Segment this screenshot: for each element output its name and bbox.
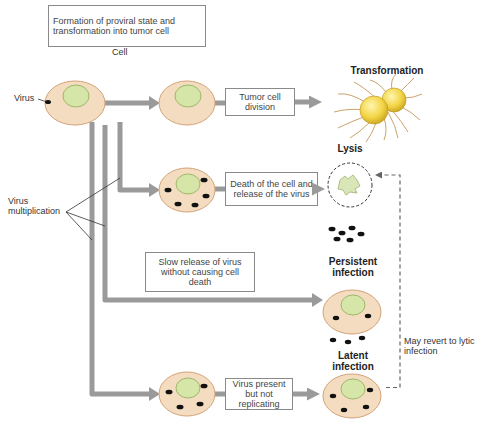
cell-nucleus — [176, 378, 200, 398]
node-text: Formation of proviral state and transfor… — [53, 16, 201, 36]
process-arrow — [295, 100, 316, 105]
leader-line — [66, 212, 105, 226]
virus-particle — [166, 390, 173, 395]
node-text: Virus present but not replicating — [230, 379, 288, 409]
pathway-arrowhead — [149, 96, 160, 110]
node-text: Slow release of virus without causing ce… — [150, 257, 250, 287]
process-box: Tumor cell division — [225, 88, 295, 116]
process-box: Death of the cell and release of the vir… — [225, 172, 318, 206]
process-arrow — [293, 392, 314, 397]
node-text: Lysis — [325, 143, 375, 154]
host-cell — [159, 168, 215, 212]
virus-particle — [339, 231, 346, 236]
pathway-arrowhead — [149, 387, 160, 401]
part-label: Cell — [112, 47, 142, 57]
virus-particles — [165, 178, 210, 208]
process-box: Virus present but not replicating — [225, 378, 293, 410]
virus-particle — [329, 227, 336, 232]
virus-particle — [165, 188, 172, 193]
virus-particle — [175, 202, 182, 207]
virus-particle — [334, 237, 341, 242]
tumor-cell — [360, 96, 388, 124]
host-cell — [45, 81, 105, 125]
virus-particle — [347, 238, 354, 243]
virus-particle — [359, 336, 365, 340]
part-label: Virus — [14, 93, 48, 103]
virus-particle — [201, 384, 208, 389]
lysed-cell-outline — [328, 163, 372, 207]
tumor-tendrils — [334, 74, 422, 142]
outcome-node: Persistent infection — [320, 256, 386, 340]
node-text: Persistent infection — [320, 256, 386, 278]
cell-nucleus — [175, 85, 201, 107]
leader-line — [66, 178, 120, 212]
cell-nucleus — [63, 85, 89, 107]
virus-particle — [365, 314, 371, 318]
outcome-node: Latent infection — [320, 350, 386, 425]
virus-particle — [192, 203, 199, 208]
virus-particle — [203, 194, 210, 199]
host-cell — [323, 374, 381, 418]
outcome-node: Transformation — [322, 65, 452, 145]
virus-particle — [330, 338, 336, 342]
virus-particles — [330, 314, 371, 344]
host-cell — [323, 290, 381, 334]
pathway-line — [105, 125, 313, 300]
host-cell — [159, 372, 215, 416]
virus-particles — [330, 388, 373, 412]
virus-particle — [367, 388, 373, 392]
virus-particle — [201, 178, 208, 183]
virus-particle — [341, 408, 347, 412]
process-box: Formation of proviral state and transfor… — [48, 5, 206, 47]
pathway-arrowhead — [312, 293, 323, 307]
virus-particles — [166, 384, 208, 410]
process-label: Virus multiplication — [8, 196, 72, 216]
cell-nucleus — [176, 174, 200, 194]
host-cell — [159, 81, 215, 125]
node-text: Transformation — [322, 65, 452, 76]
virus-particle — [358, 232, 365, 237]
virus-particle — [333, 316, 339, 320]
process-arrow — [318, 187, 319, 192]
virus-particle — [349, 226, 356, 231]
cell-nucleus — [341, 295, 365, 315]
pathway-line — [92, 122, 150, 394]
pathway-arrowhead — [149, 183, 160, 197]
leader-line — [66, 212, 92, 240]
pathway-line — [105, 101, 150, 106]
released-viruses — [329, 226, 365, 243]
virus-particle — [345, 340, 351, 344]
burst-nucleus — [338, 175, 360, 195]
node-text: Death of the cell and release of the vir… — [230, 179, 313, 199]
cell-nucleus — [341, 379, 365, 399]
pathway-line — [120, 122, 150, 190]
virus-particle — [330, 394, 336, 398]
outcome-node: Lysis — [325, 143, 375, 243]
node-text: Latent infection — [320, 350, 386, 372]
virus-particle — [363, 405, 369, 409]
process-box: Slow release of virus without causing ce… — [145, 252, 255, 292]
dashed-arrow — [375, 175, 400, 388]
node-text: Tumor cell division — [230, 92, 290, 112]
edge-label: May revert to lytic infection — [404, 336, 479, 356]
virus-particle — [197, 402, 204, 407]
virus-particle — [177, 405, 184, 410]
virus-particle — [45, 100, 51, 104]
